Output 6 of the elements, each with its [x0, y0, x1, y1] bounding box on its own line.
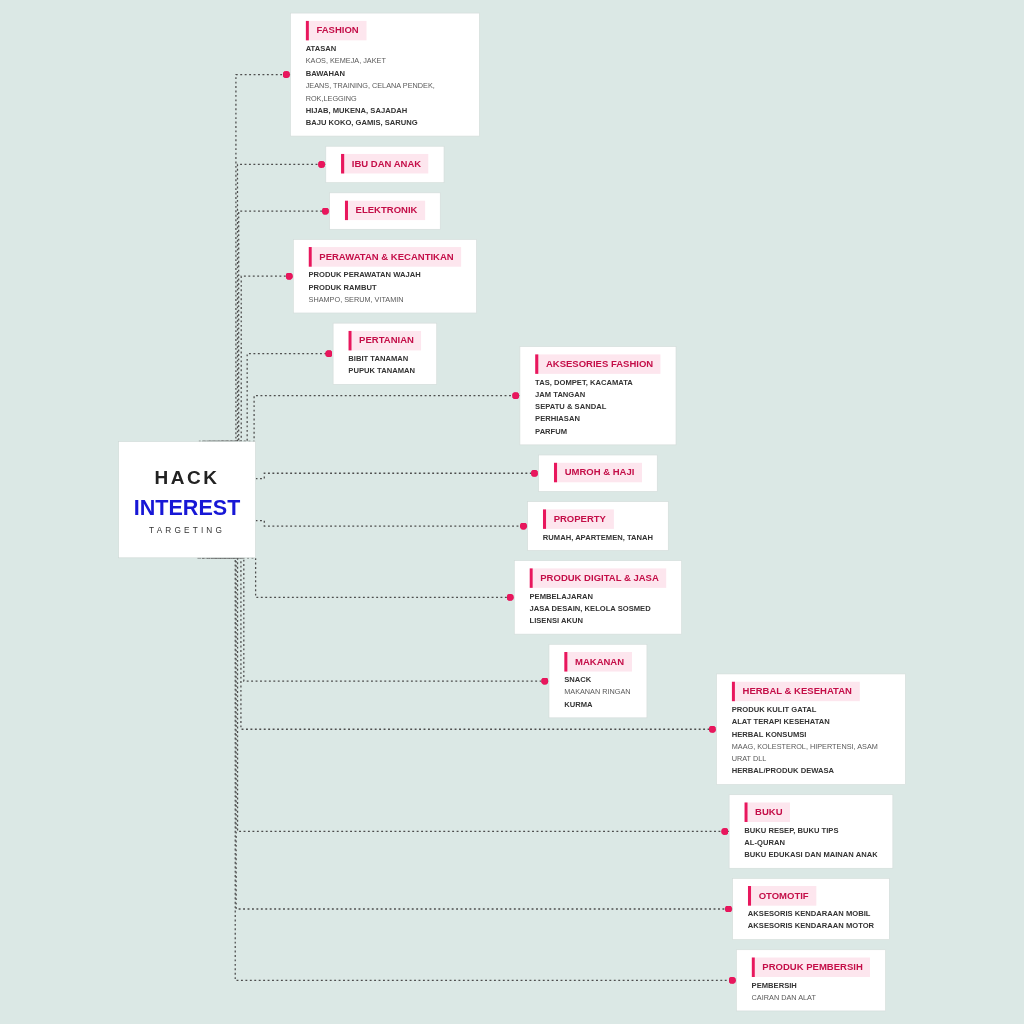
node-box: IBU DAN ANAK	[325, 145, 445, 183]
connector	[254, 469, 540, 480]
node-box: UMROH & HAJI	[538, 454, 658, 492]
connector	[254, 520, 529, 530]
node-box: ELEKTRONIK	[329, 192, 441, 230]
node-box: HACK INTEREST TARGETING	[118, 441, 256, 559]
